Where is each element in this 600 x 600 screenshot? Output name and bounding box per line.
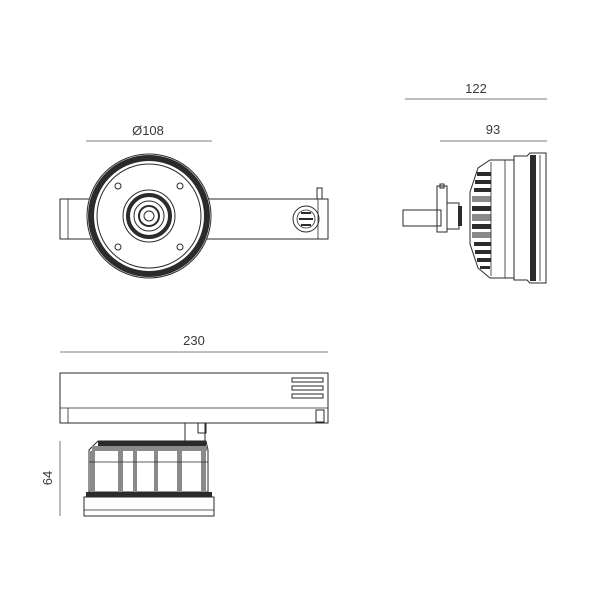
dim-230-label: 230 [183, 333, 205, 348]
bottom-adapter-bar [59, 372, 329, 424]
screw-top-left [114, 182, 122, 190]
dim-64-label: 64 [40, 471, 55, 485]
adapter-dial-inner [296, 209, 316, 229]
lens-mid [133, 200, 165, 232]
side-clamp-top [439, 183, 445, 189]
front-view: Ø108 [59, 123, 329, 279]
bottom-bar-slot-2 [291, 385, 324, 391]
side-view: 122 93 [402, 81, 547, 284]
front-body [96, 163, 202, 269]
bottom-flange [83, 496, 215, 517]
screw-top-right [176, 182, 184, 190]
bottom-heatsink-top [92, 441, 207, 451]
side-flange-band [530, 155, 536, 281]
front-dark-ring [88, 155, 210, 277]
screw-bottom-left [114, 243, 122, 251]
dial-mark-1 [301, 212, 311, 214]
bottom-connector [184, 422, 206, 442]
dial-mark-2 [299, 218, 313, 220]
bottom-heatsink-fins [90, 451, 206, 491]
side-clamp [436, 185, 448, 233]
lens-dark-ring [126, 193, 172, 239]
bottom-connector-side [197, 422, 207, 434]
screw-bottom-right [176, 243, 184, 251]
bottom-bar-slot-3 [291, 393, 324, 399]
dial-mark-3 [301, 224, 311, 226]
lens-center [143, 210, 155, 222]
adapter-tab [316, 187, 323, 200]
dim-93-label: 93 [486, 122, 500, 137]
dim-122-label: 122 [465, 81, 487, 96]
bottom-view: 230 64 [40, 333, 329, 517]
dim-diameter-label: Ø108 [132, 123, 164, 138]
lens-ring [138, 205, 160, 227]
side-neck [446, 202, 460, 230]
side-shaft [402, 209, 442, 227]
bottom-bar-slot-1 [291, 377, 324, 383]
bottom-bar-tab [315, 409, 325, 423]
bottom-flange-top [86, 492, 212, 497]
side-neck-ring [458, 206, 462, 226]
side-heatsink-fins [472, 172, 491, 269]
adapter-dial [292, 205, 320, 233]
